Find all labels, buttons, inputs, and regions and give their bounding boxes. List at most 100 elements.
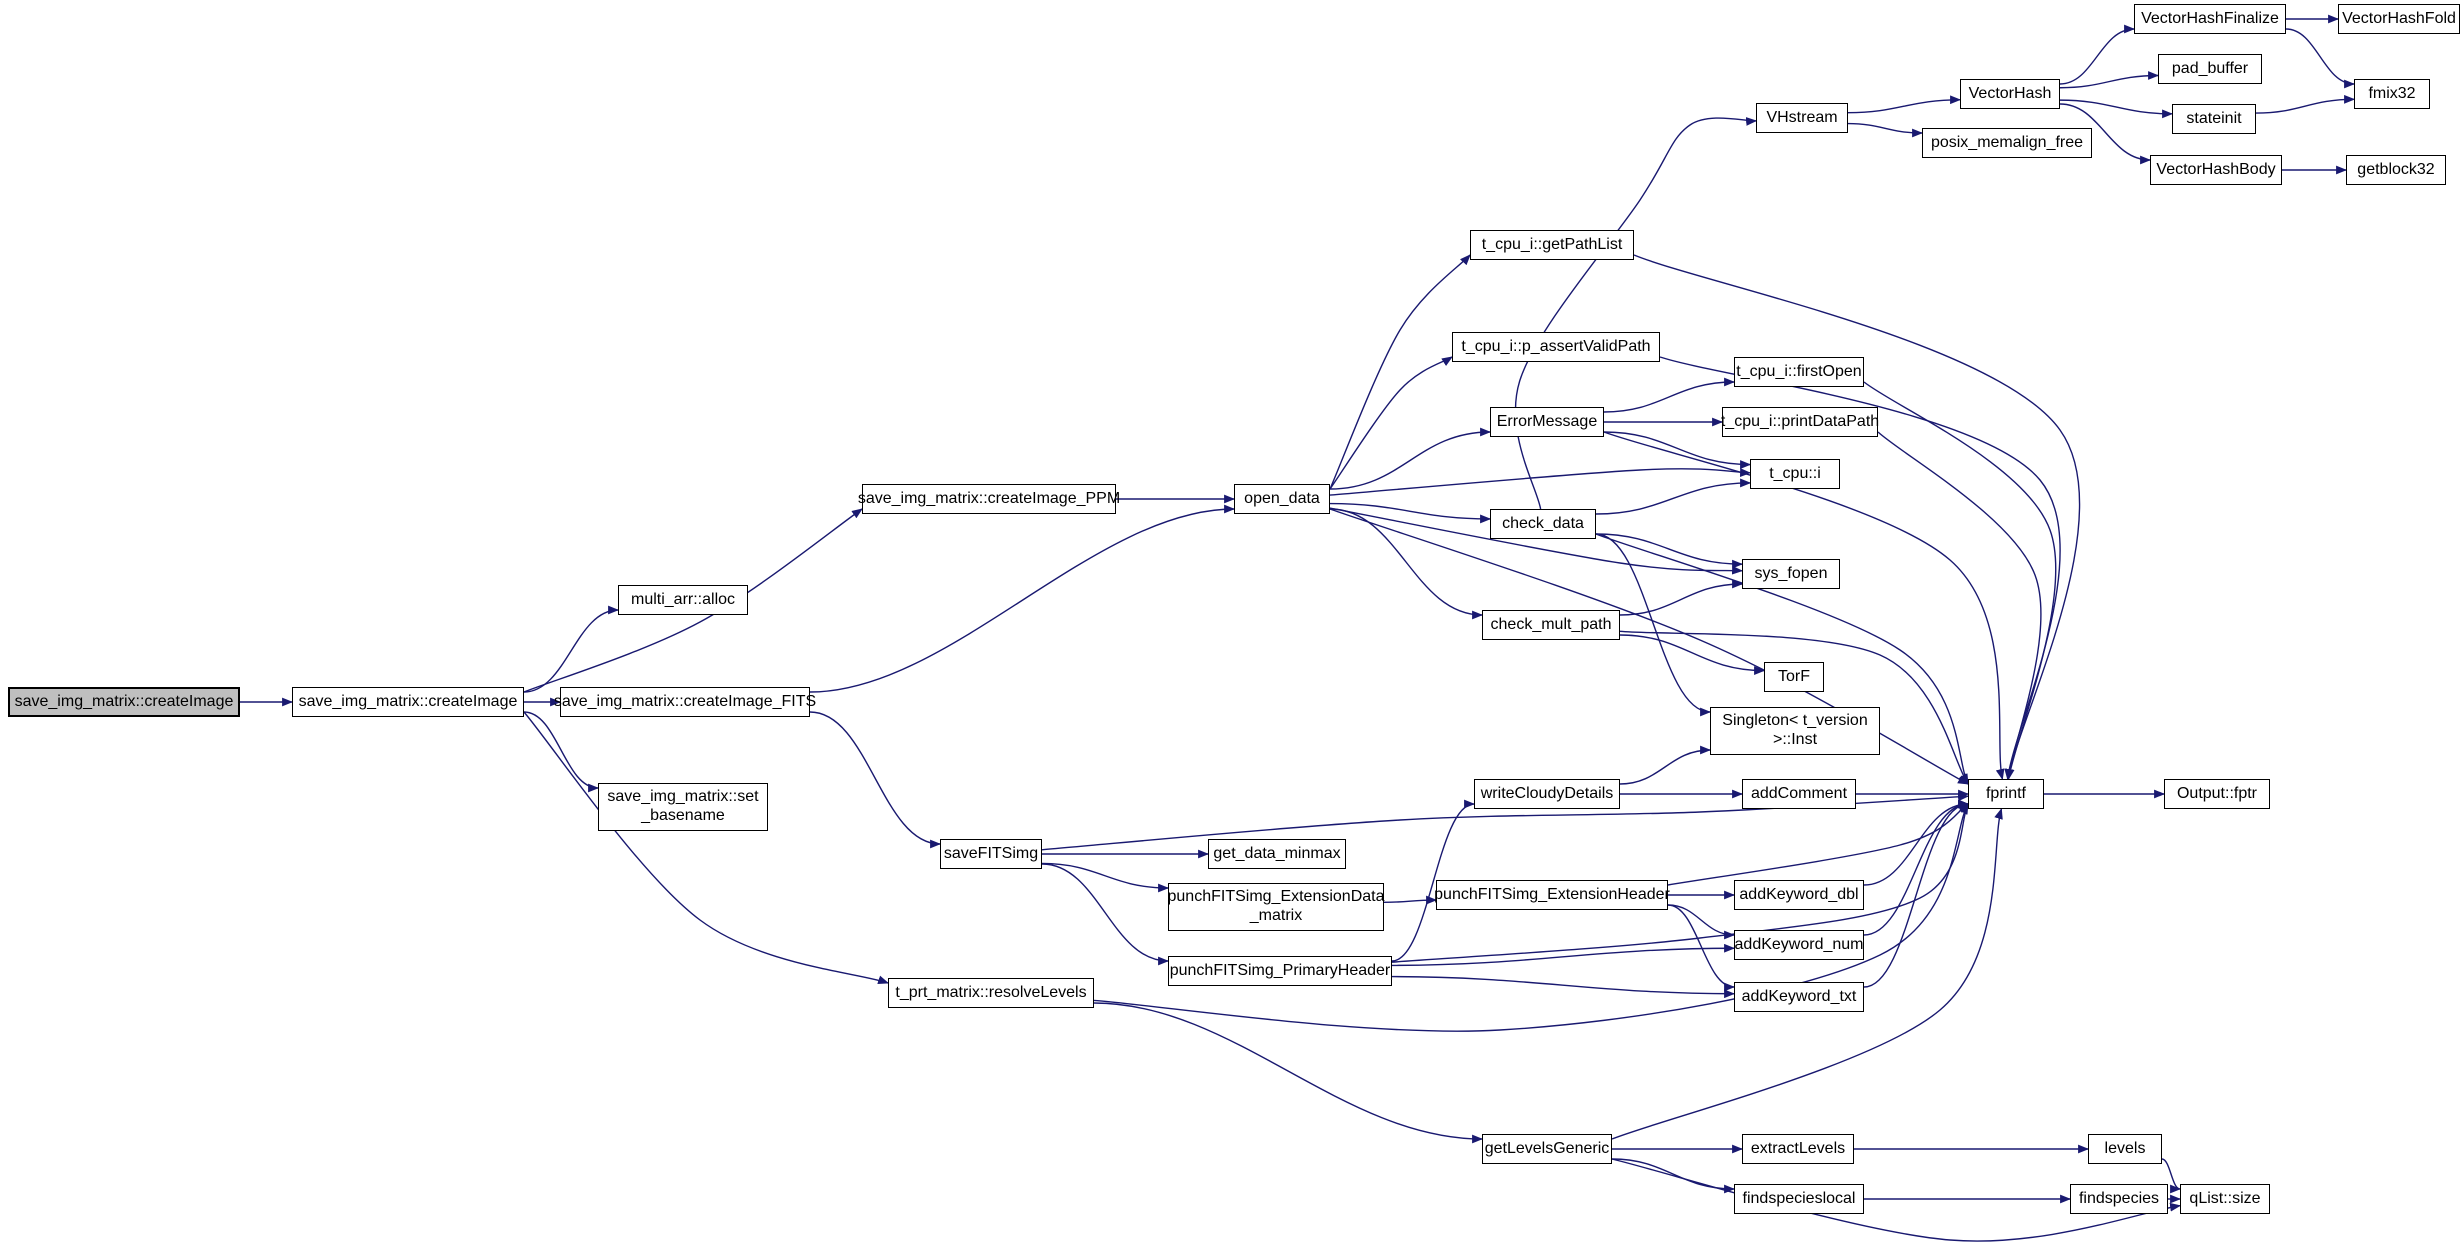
edge-vhstream-to-vectorHash [1847,95,1962,114]
edge-vhFinalize-to-fmix32 [2285,28,2356,89]
graph-node-root: save_img_matrix::createImage [8,687,240,717]
graph-node-checkData[interactable]: check_data [1490,509,1596,539]
graph-node-addKeywordDbl[interactable]: addKeyword_dbl [1734,880,1864,910]
graph-node-alloc[interactable]: multi_arr::alloc [618,585,748,615]
edge-extHeader-to-fprintf [1667,803,1969,886]
graph-node-singleton[interactable]: Singleton< t_version >::Inst [1710,707,1880,755]
edge-openData-to-assertValidPath [1329,356,1453,490]
graph-node-extData[interactable]: punchFITSimg_ExtensionData _matrix [1168,883,1385,931]
graph-node-tcpuI[interactable]: t_cpu::i [1750,459,1840,489]
graph-node-assertValidPath[interactable]: t_cpu_i::p_assertValidPath [1452,332,1660,362]
edge-vectorHash-to-padBuffer [2059,71,2160,89]
graph-node-posixMemalignFree[interactable]: posix_memalign_free [1922,128,2092,158]
edge-openData-to-checkMultPath [1329,508,1484,620]
edge-vectorHash-to-vhFinalize [2059,24,2136,85]
edge-vectorHash-to-stateinit [2059,99,2174,119]
edge-openData-to-errorMessage [1329,427,1492,490]
graph-node-createImagePPM[interactable]: save_img_matrix::createImage_PPM [858,484,1120,514]
graph-node-resolveLevels[interactable]: t_prt_matrix::resolveLevels [888,978,1094,1008]
edge-createImage-to-resolveLevels [523,711,890,985]
edge-createImage-to-createImagePPM [523,508,863,693]
graph-node-findspecieslocal[interactable]: findspecieslocal [1734,1184,1864,1214]
edge-createImage-to-alloc [523,605,620,693]
graph-node-checkMultPath[interactable]: check_mult_path [1482,610,1620,640]
graph-node-getLevelsGeneric[interactable]: getLevelsGeneric [1482,1134,1612,1164]
graph-node-setBasename[interactable]: save_img_matrix::set _basename [598,783,768,831]
graph-node-levels[interactable]: levels [2088,1134,2162,1164]
edge-saveFITSimg-to-primHeader [1041,863,1170,966]
graph-node-stateinit[interactable]: stateinit [2172,104,2256,134]
graph-node-printDataPath[interactable]: t_cpu_i::printDataPath [1721,407,1879,437]
edge-getLevelsGeneric-to-qlistSize [1611,1158,2182,1242]
graph-node-addKeywordNum[interactable]: addKeyword_num [1734,930,1864,960]
graph-node-addComment[interactable]: addComment [1742,779,1856,809]
edge-errorMessage-to-fprintf [1603,431,2005,781]
graph-node-getPathList[interactable]: t_cpu_i::getPathList [1470,230,1634,260]
edge-primHeader-to-addKeywordTxt [1391,975,1736,999]
edge-vectorHash-to-vhBody [2059,103,2152,165]
graph-node-vectorHash[interactable]: VectorHash [1960,79,2060,109]
graph-node-fprintf[interactable]: fprintf [1968,779,2044,809]
graph-node-fmix32[interactable]: fmix32 [2354,79,2430,109]
edge-resolveLevels-to-fprintf [1093,803,1969,1032]
edge-createImageFITS-to-openData [809,504,1236,693]
edge-levels-to-qlistSize [2161,1158,2182,1194]
graph-node-primHeader[interactable]: punchFITSimg_PrimaryHeader [1168,956,1392,986]
edge-firstOpen-to-fprintf [1863,381,2057,781]
graph-node-openData[interactable]: open_data [1234,484,1330,514]
edge-extHeader-to-addKeywordNum [1667,904,1736,940]
edge-vhstream-to-posixMemalignFree [1847,122,1924,138]
edge-createImage-to-setBasename [523,711,600,793]
edge-getLevelsGeneric-to-fprintf [1611,807,2003,1140]
graph-node-torF[interactable]: TorF [1764,662,1824,692]
graph-node-outputFptr[interactable]: Output::fptr [2164,779,2270,809]
graph-node-vhBody[interactable]: VectorHashBody [2150,155,2282,185]
edge-stateinit-to-fmix32 [2255,94,2356,114]
edge-extHeader-to-addKeywordTxt [1667,904,1736,992]
graph-node-getblock32[interactable]: getblock32 [2346,155,2446,185]
graph-node-createImage[interactable]: save_img_matrix::createImage [292,687,524,717]
graph-node-saveFITSimg[interactable]: saveFITSimg [940,839,1042,869]
edge-checkMultPath-to-sysFopen [1619,579,1744,616]
edge-getPathList-to-fprintf [1633,254,2081,781]
graph-node-qlistSize[interactable]: qList::size [2180,1184,2270,1214]
edge-checkData-to-fprintf [1595,533,1969,785]
edge-checkMultPath-to-fprintf [1619,630,1969,785]
graph-node-addKeywordTxt[interactable]: addKeyword_txt [1734,982,1864,1012]
graph-node-firstOpen[interactable]: t_cpu_i::firstOpen [1734,357,1864,387]
edge-writeCloudyDetails-to-singleton [1619,745,1712,785]
edge-checkData-to-tcpuI [1595,478,1752,515]
edge-createImageFITS-to-saveFITSimg [809,711,942,849]
edge-checkData-to-vhstream [1514,117,1758,510]
edge-checkData-to-sysFopen [1595,533,1744,569]
graph-node-findspecies[interactable]: findspecies [2070,1184,2168,1214]
graph-node-errorMessage[interactable]: ErrorMessage [1490,407,1604,437]
edge-printDataPath-to-fprintf [1877,431,2042,781]
edge-resolveLevels-to-getLevelsGeneric [1093,1002,1484,1144]
edge-errorMessage-to-firstOpen [1603,377,1736,413]
graph-node-writeCloudyDetails[interactable]: writeCloudyDetails [1474,779,1620,809]
edge-addKeywordTxt-to-fprintf [1863,799,1970,988]
edge-primHeader-to-addKeywordNum [1391,943,1736,967]
graph-node-vhstream[interactable]: VHstream [1756,103,1848,133]
edge-openData-to-checkData [1329,502,1492,524]
edge-primHeader-to-writeCloudyDetails [1391,799,1476,962]
graph-node-extHeader[interactable]: punchFITSimg_ExtensionHeader [1434,880,1670,910]
edge-addKeywordDbl-to-fprintf [1863,799,1970,886]
edge-checkData-to-singleton [1595,533,1712,717]
edge-addKeywordNum-to-fprintf [1863,799,1970,936]
edge-extData-to-extHeader [1383,895,1438,905]
graph-node-extractLevels[interactable]: extractLevels [1742,1134,1854,1164]
edge-openData-to-fprintf [1329,508,1969,785]
graph-node-padBuffer[interactable]: pad_buffer [2158,54,2262,84]
graph-node-vhFinalize[interactable]: VectorHashFinalize [2134,4,2286,34]
graph-node-sysFopen[interactable]: sys_fopen [1742,559,1840,589]
edge-openData-to-sysFopen [1329,507,1744,575]
graph-node-createImageFITS[interactable]: save_img_matrix::createImage_FITS [554,687,816,717]
graph-node-getDataMinmax[interactable]: get_data_minmax [1208,839,1346,869]
edge-checkMultPath-to-torF [1619,634,1766,675]
graph-node-vhFold[interactable]: VectorHashFold [2338,4,2460,34]
edge-saveFITSimg-to-extData [1041,862,1170,893]
edge-errorMessage-to-tcpuI [1603,431,1752,469]
